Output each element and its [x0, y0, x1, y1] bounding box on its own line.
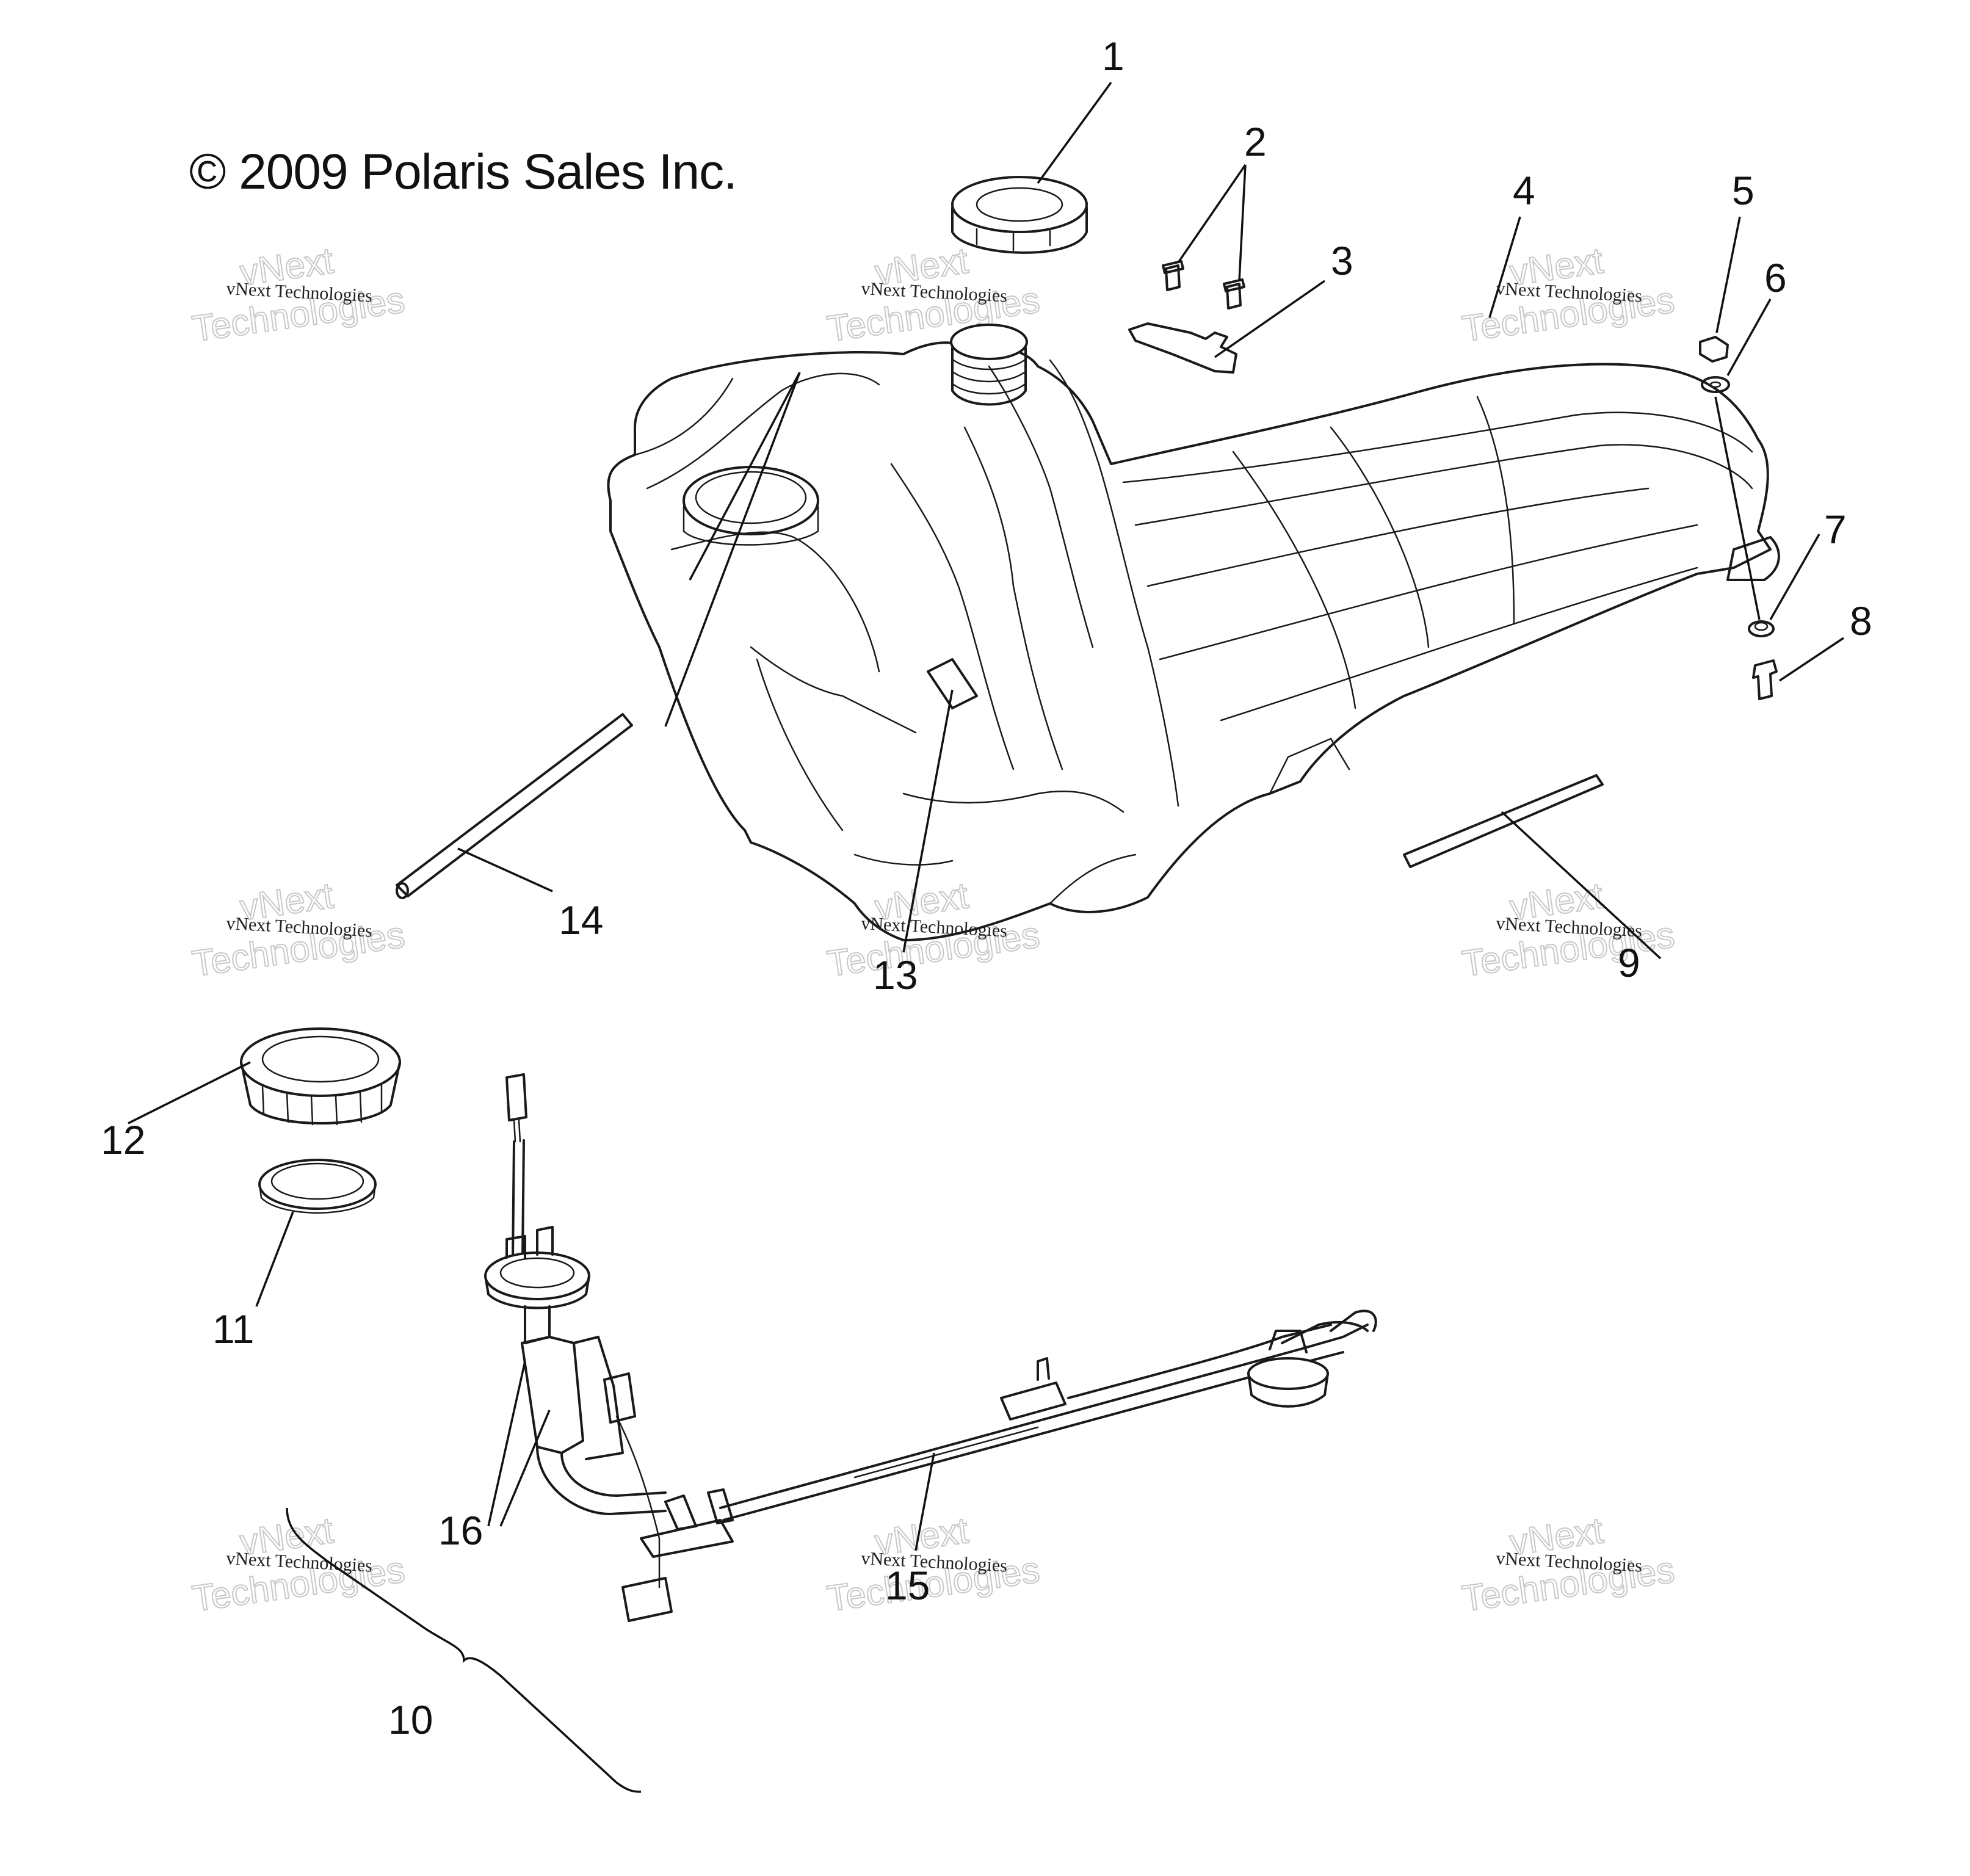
grommet-drawing [1748, 620, 1775, 637]
callout-15: 15 [885, 1563, 930, 1608]
fuel-cap-drawing [951, 176, 1088, 254]
callout-1: 1 [1102, 34, 1124, 79]
callout-4: 4 [1513, 168, 1535, 213]
callout-5: 5 [1732, 168, 1755, 213]
callout-16: 16 [438, 1508, 483, 1553]
callout-14: 14 [559, 897, 603, 943]
watermark-group: vNext Technologies vNext Technologies vN… [189, 239, 1678, 1620]
fuel-tank-drawing [607, 324, 1780, 941]
fuel-pump-assembly-drawing [484, 1073, 1377, 1622]
mounting-tab [1726, 536, 1780, 581]
filler-neck [950, 324, 1028, 406]
callout-7: 7 [1824, 507, 1847, 552]
callout-11: 11 [212, 1306, 255, 1352]
washer-drawing [1701, 376, 1730, 393]
callout-13: 13 [873, 952, 918, 998]
callout-6: 6 [1764, 255, 1787, 300]
bolt-drawing [1752, 659, 1778, 700]
callout-2: 2 [1244, 119, 1267, 164]
copyright-text: © 2009 Polaris Sales Inc. [189, 144, 737, 200]
tube-drawing [396, 713, 633, 899]
callout-10: 10 [388, 1697, 433, 1742]
callout-8: 8 [1850, 598, 1872, 643]
nut-drawing [1699, 336, 1729, 363]
seal-drawing [258, 1159, 377, 1214]
callout-3: 3 [1331, 238, 1353, 283]
callout-12: 12 [101, 1117, 145, 1162]
bracket-drawing [1128, 322, 1237, 374]
lock-ring-drawing [240, 1027, 401, 1126]
callout-labels: 1 2 3 4 5 6 7 8 9 10 11 12 13 14 15 16 [101, 34, 1872, 1742]
callout-9: 9 [1618, 940, 1640, 985]
pump-opening [683, 466, 819, 546]
strip-drawing [1403, 774, 1604, 868]
bolts-drawing [1162, 260, 1245, 310]
leader-lines [128, 81, 1844, 1793]
clip-shape [927, 658, 978, 709]
